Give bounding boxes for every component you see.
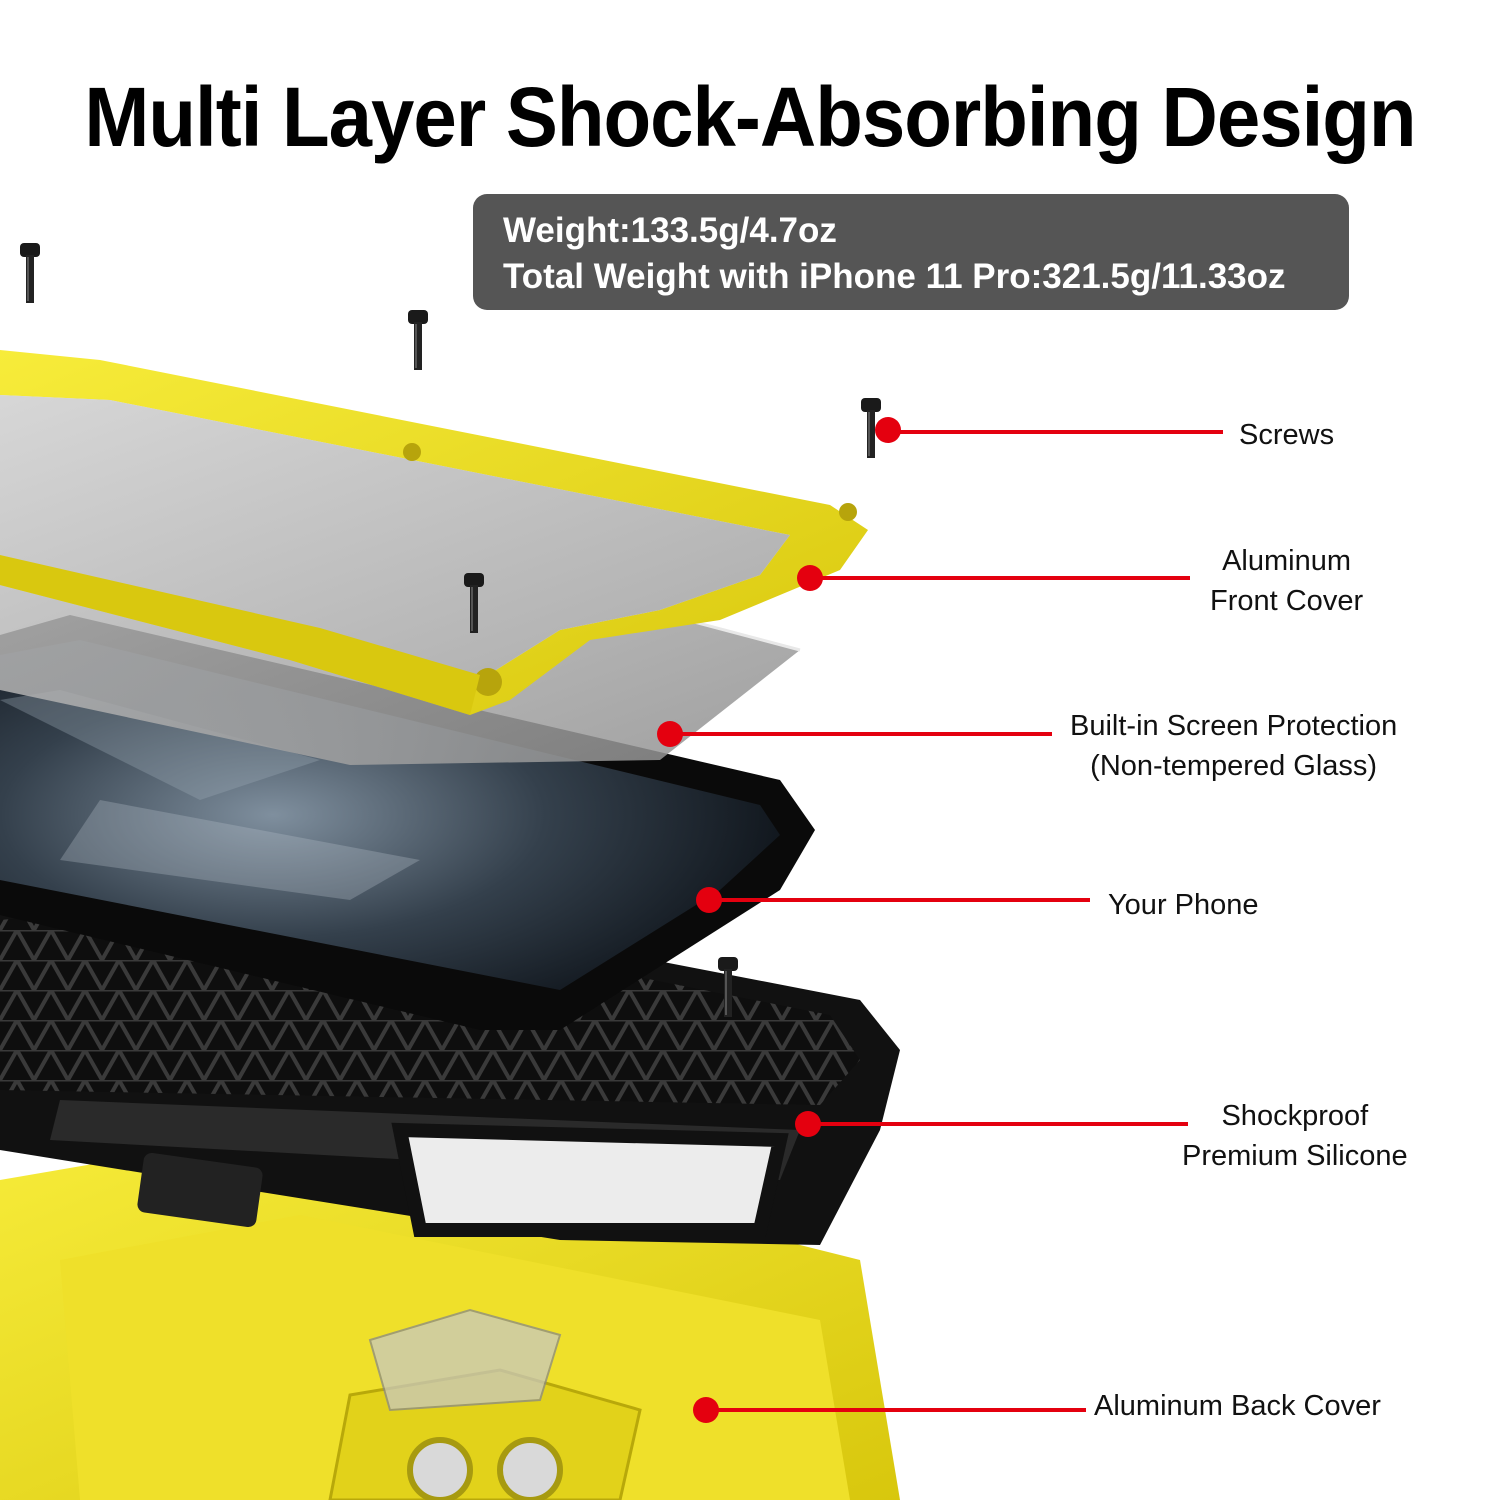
label-front-cover: Aluminum Front Cover xyxy=(1210,545,1364,617)
total-weight-text: Total Weight with iPhone 11 Pro:321.5g/1… xyxy=(503,257,1286,296)
screw-2 xyxy=(408,310,428,370)
weight-text: Weight:133.5g/4.7oz xyxy=(503,211,837,250)
callout-marker-front-cover xyxy=(797,565,1190,591)
callout-lines xyxy=(657,417,1223,1423)
label-screws: Screws xyxy=(1239,419,1335,451)
callout-marker-screen xyxy=(657,721,1052,747)
label-phone: Your Phone xyxy=(1108,889,1259,921)
label-back-cover: Aluminum Back Cover xyxy=(1094,1390,1381,1422)
callout-marker-back-cover xyxy=(693,1397,1086,1423)
callout-marker-screws xyxy=(875,417,1223,443)
page-title: Multi Layer Shock-Absorbing Design xyxy=(84,69,1416,165)
screw-1 xyxy=(20,243,40,303)
callout-marker-silicone xyxy=(795,1111,1188,1137)
aluminum-front-cover xyxy=(0,350,868,715)
callout-marker-phone xyxy=(696,887,1090,913)
weight-spec-box: Weight:133.5g/4.7oz Total Weight with iP… xyxy=(473,194,1349,310)
label-screen-protection: Built-in Screen Protection (Non-tempered… xyxy=(1070,710,1398,782)
label-silicone: Shockproof Premium Silicone xyxy=(1182,1100,1408,1172)
